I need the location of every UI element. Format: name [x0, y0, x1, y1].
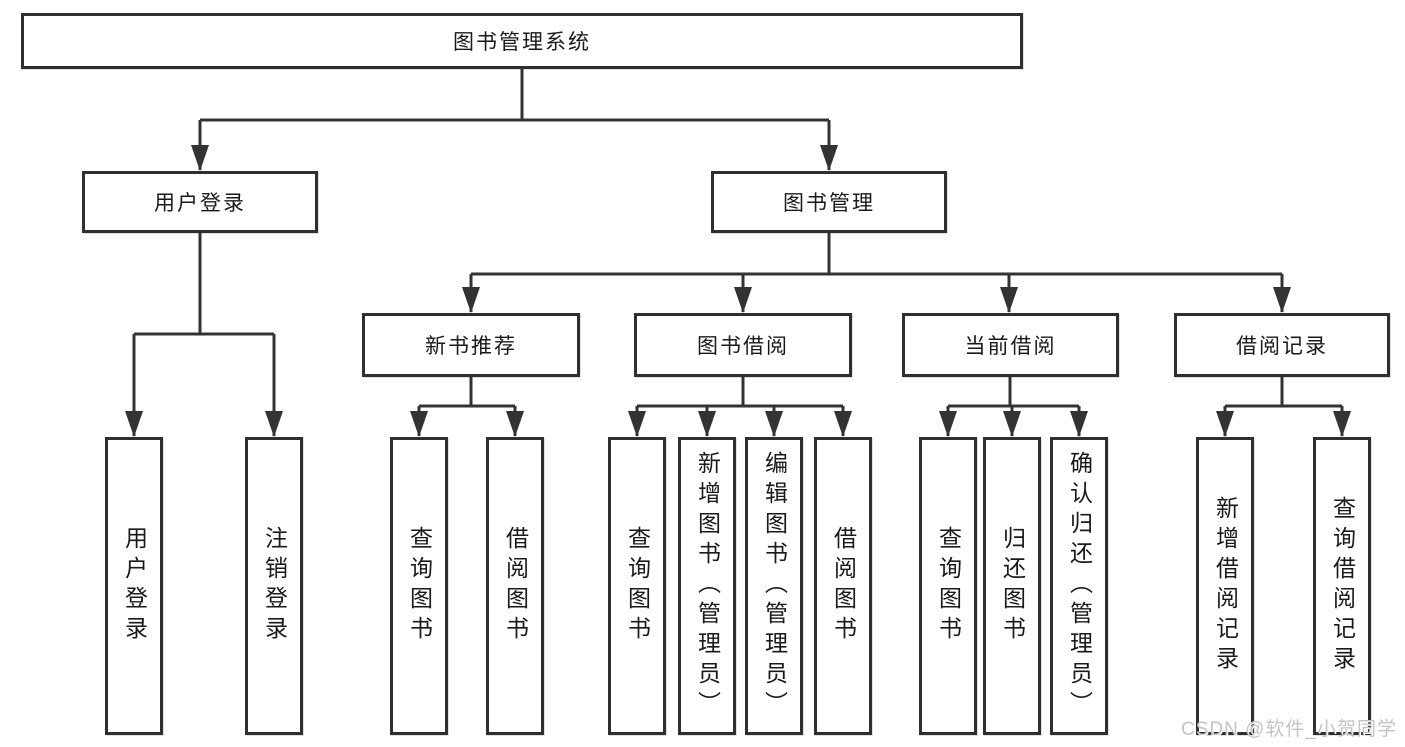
leaf-recommend-borrow-books: 借阅图书	[486, 437, 544, 735]
leaf-current-query-books: 查询图书	[919, 437, 977, 735]
node-book-management: 图书管理	[711, 171, 947, 233]
node-library-management-system: 图书管理系统	[21, 13, 1023, 69]
leaf-records-query-record: 查询借阅记录	[1313, 437, 1371, 735]
leaf-borrowing-borrow-books: 借阅图书	[814, 437, 872, 735]
node-user-login: 用户登录	[82, 171, 318, 233]
leaf-borrowing-edit-books-admin: 编辑图书（管理员）	[745, 437, 803, 735]
leaf-borrowing-add-books-admin: 新增图书（管理员）	[678, 437, 736, 735]
leaf-records-add-record: 新增借阅记录	[1196, 437, 1254, 735]
node-book-borrowing: 图书借阅	[634, 313, 852, 377]
leaf-current-return-books: 归还图书	[983, 437, 1041, 735]
leaf-borrowing-query-books: 查询图书	[608, 437, 666, 735]
csdn-watermark: CSDN @软件_小贺同学	[1181, 719, 1397, 740]
leaf-user-login: 用户登录	[105, 437, 163, 735]
node-current-borrowing: 当前借阅	[902, 313, 1119, 377]
leaf-logout: 注销登录	[245, 437, 303, 735]
leaf-recommend-query-books: 查询图书	[390, 437, 448, 735]
leaf-current-confirm-return-admin: 确认归还（管理员）	[1050, 437, 1108, 735]
node-borrowing-records: 借阅记录	[1174, 313, 1390, 377]
node-new-book-recommend: 新书推荐	[362, 313, 580, 377]
